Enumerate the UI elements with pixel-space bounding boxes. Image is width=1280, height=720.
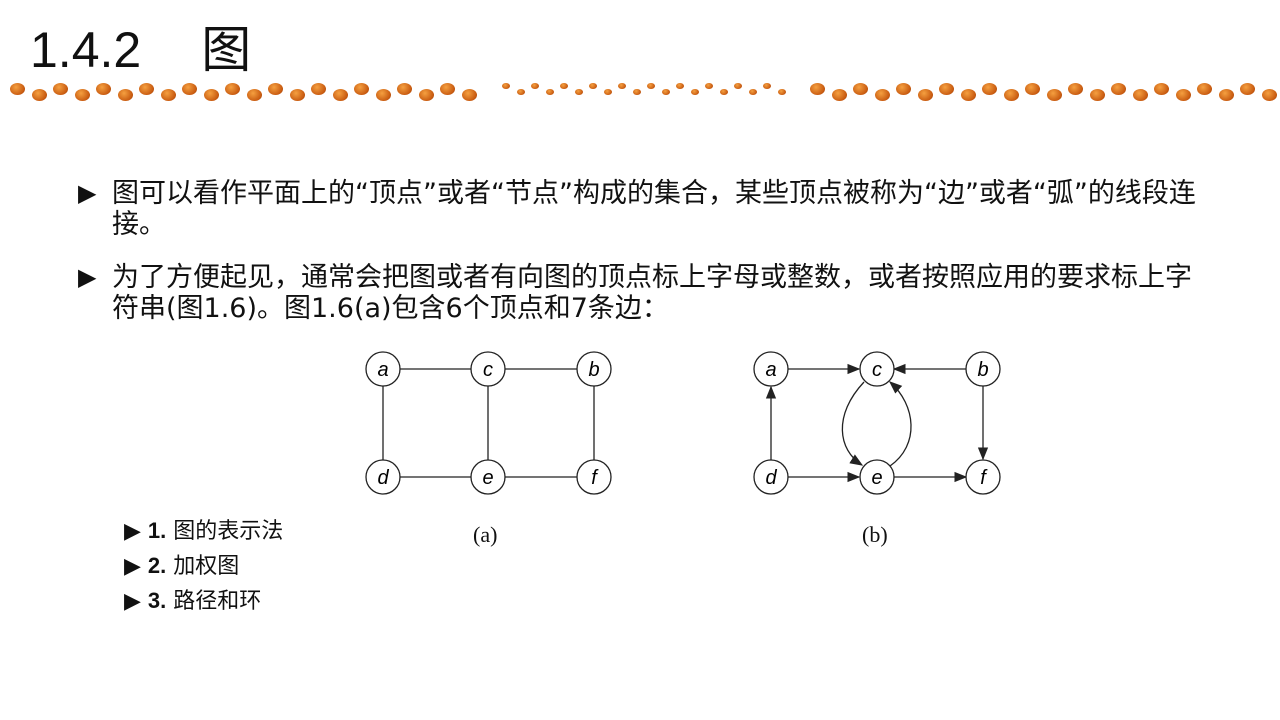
basketball-icon	[311, 83, 326, 95]
basketball-icon	[139, 83, 154, 95]
triangle-bullet-icon: ▶	[124, 554, 141, 579]
basketball-icon	[676, 83, 684, 90]
basketball-icon	[1154, 83, 1169, 95]
basketball-icon	[203, 89, 219, 101]
basketball-icon	[182, 83, 197, 95]
node-f: f	[591, 467, 599, 489]
node-f: f	[980, 467, 988, 489]
basketball-icon	[332, 89, 348, 101]
basketball-icon	[289, 89, 305, 101]
basketball-icon	[632, 89, 641, 96]
basketball-icon	[117, 89, 133, 101]
node-e: e	[482, 467, 493, 489]
basketball-icon	[354, 83, 369, 95]
graph-b: a c b d e f	[753, 351, 1001, 495]
basketball-icon	[589, 83, 597, 90]
basketball-icon	[1003, 89, 1019, 101]
basketball-icon	[1240, 83, 1255, 95]
basketball-icon	[160, 89, 176, 101]
sub-item-3[interactable]: ▶ 3. 路径和环	[124, 588, 262, 614]
node-d: d	[765, 467, 777, 489]
triangle-bullet-icon: ▶	[78, 179, 97, 207]
node-c: c	[483, 359, 493, 381]
basketball-icon	[461, 89, 477, 101]
basketball-icon	[531, 83, 539, 90]
basketball-icon	[516, 89, 525, 96]
basketball-icon	[574, 89, 583, 96]
basketball-icon	[917, 89, 933, 101]
basketball-icon	[1089, 89, 1105, 101]
caption-a: (a)	[473, 522, 498, 547]
sub-item-2[interactable]: ▶ 2. 加权图	[124, 553, 240, 579]
basketball-icon	[246, 89, 262, 101]
basketball-icon	[982, 83, 997, 95]
basketball-icon	[53, 83, 68, 95]
basketball-icon	[896, 83, 911, 95]
basketball-icon	[560, 83, 568, 90]
basketball-icon	[647, 83, 655, 90]
node-a: a	[377, 359, 388, 381]
basketball-icon	[545, 89, 554, 96]
node-a: a	[765, 359, 776, 381]
basketball-icon	[268, 83, 283, 95]
basketball-icon	[853, 83, 868, 95]
basketball-icon	[734, 83, 742, 90]
triangle-bullet-icon: ▶	[124, 589, 141, 614]
decorative-divider	[0, 80, 1280, 104]
bullet-2: ▶为了方便起见，通常会把图或者有向图的顶点标上字母或整数，或者按照应用的要求标上…	[78, 262, 1192, 324]
basketball-icon	[719, 89, 728, 96]
section-title: 图	[201, 22, 252, 78]
section-number: 1.4.2	[30, 22, 142, 78]
slide-title: 1.4.2 图	[30, 18, 251, 82]
triangle-bullet-icon: ▶	[124, 519, 141, 544]
basketball-icon	[502, 83, 510, 90]
node-b: b	[977, 359, 988, 381]
node-d: d	[377, 467, 389, 489]
basketball-icon	[1175, 89, 1191, 101]
node-e: e	[871, 467, 882, 489]
basketball-icon	[418, 89, 434, 101]
basketball-icon	[440, 83, 455, 95]
basketball-icon	[1068, 83, 1083, 95]
basketball-icon	[705, 83, 713, 90]
basketball-icon	[1046, 89, 1062, 101]
node-b: b	[588, 359, 599, 381]
caption-b: (b)	[862, 522, 888, 547]
basketball-icon	[763, 83, 771, 90]
basketball-icon	[397, 83, 412, 95]
basketball-icon	[1025, 83, 1040, 95]
graph-a: a c b d e f	[365, 351, 612, 495]
basketball-icon	[777, 89, 786, 96]
basketball-icon	[831, 89, 847, 101]
triangle-bullet-icon: ▶	[78, 263, 97, 291]
basketball-icon	[618, 83, 626, 90]
basketball-icon	[375, 89, 391, 101]
basketball-icon	[690, 89, 699, 96]
basketball-icon	[939, 83, 954, 95]
basketball-icon	[810, 83, 825, 95]
node-c: c	[872, 359, 882, 381]
basketball-icon	[31, 89, 47, 101]
basketball-icon	[661, 89, 670, 96]
basketball-icon	[874, 89, 890, 101]
basketball-icon	[748, 89, 757, 96]
basketball-icon	[96, 83, 111, 95]
basketball-icon	[74, 89, 90, 101]
basketball-icon	[1218, 89, 1234, 101]
basketball-icon	[225, 83, 240, 95]
basketball-icon	[1111, 83, 1126, 95]
basketball-icon	[1261, 89, 1277, 101]
basketball-icon	[10, 83, 25, 95]
basketball-icon	[1197, 83, 1212, 95]
basketball-icon	[1132, 89, 1148, 101]
basketball-icon	[960, 89, 976, 101]
basketball-icon	[603, 89, 612, 96]
sub-item-1[interactable]: ▶ 1. 图的表示法	[124, 518, 284, 544]
bullet-1: ▶图可以看作平面上的“顶点”或者“节点”构成的集合，某些顶点被称为“边”或者“弧…	[78, 178, 1196, 240]
